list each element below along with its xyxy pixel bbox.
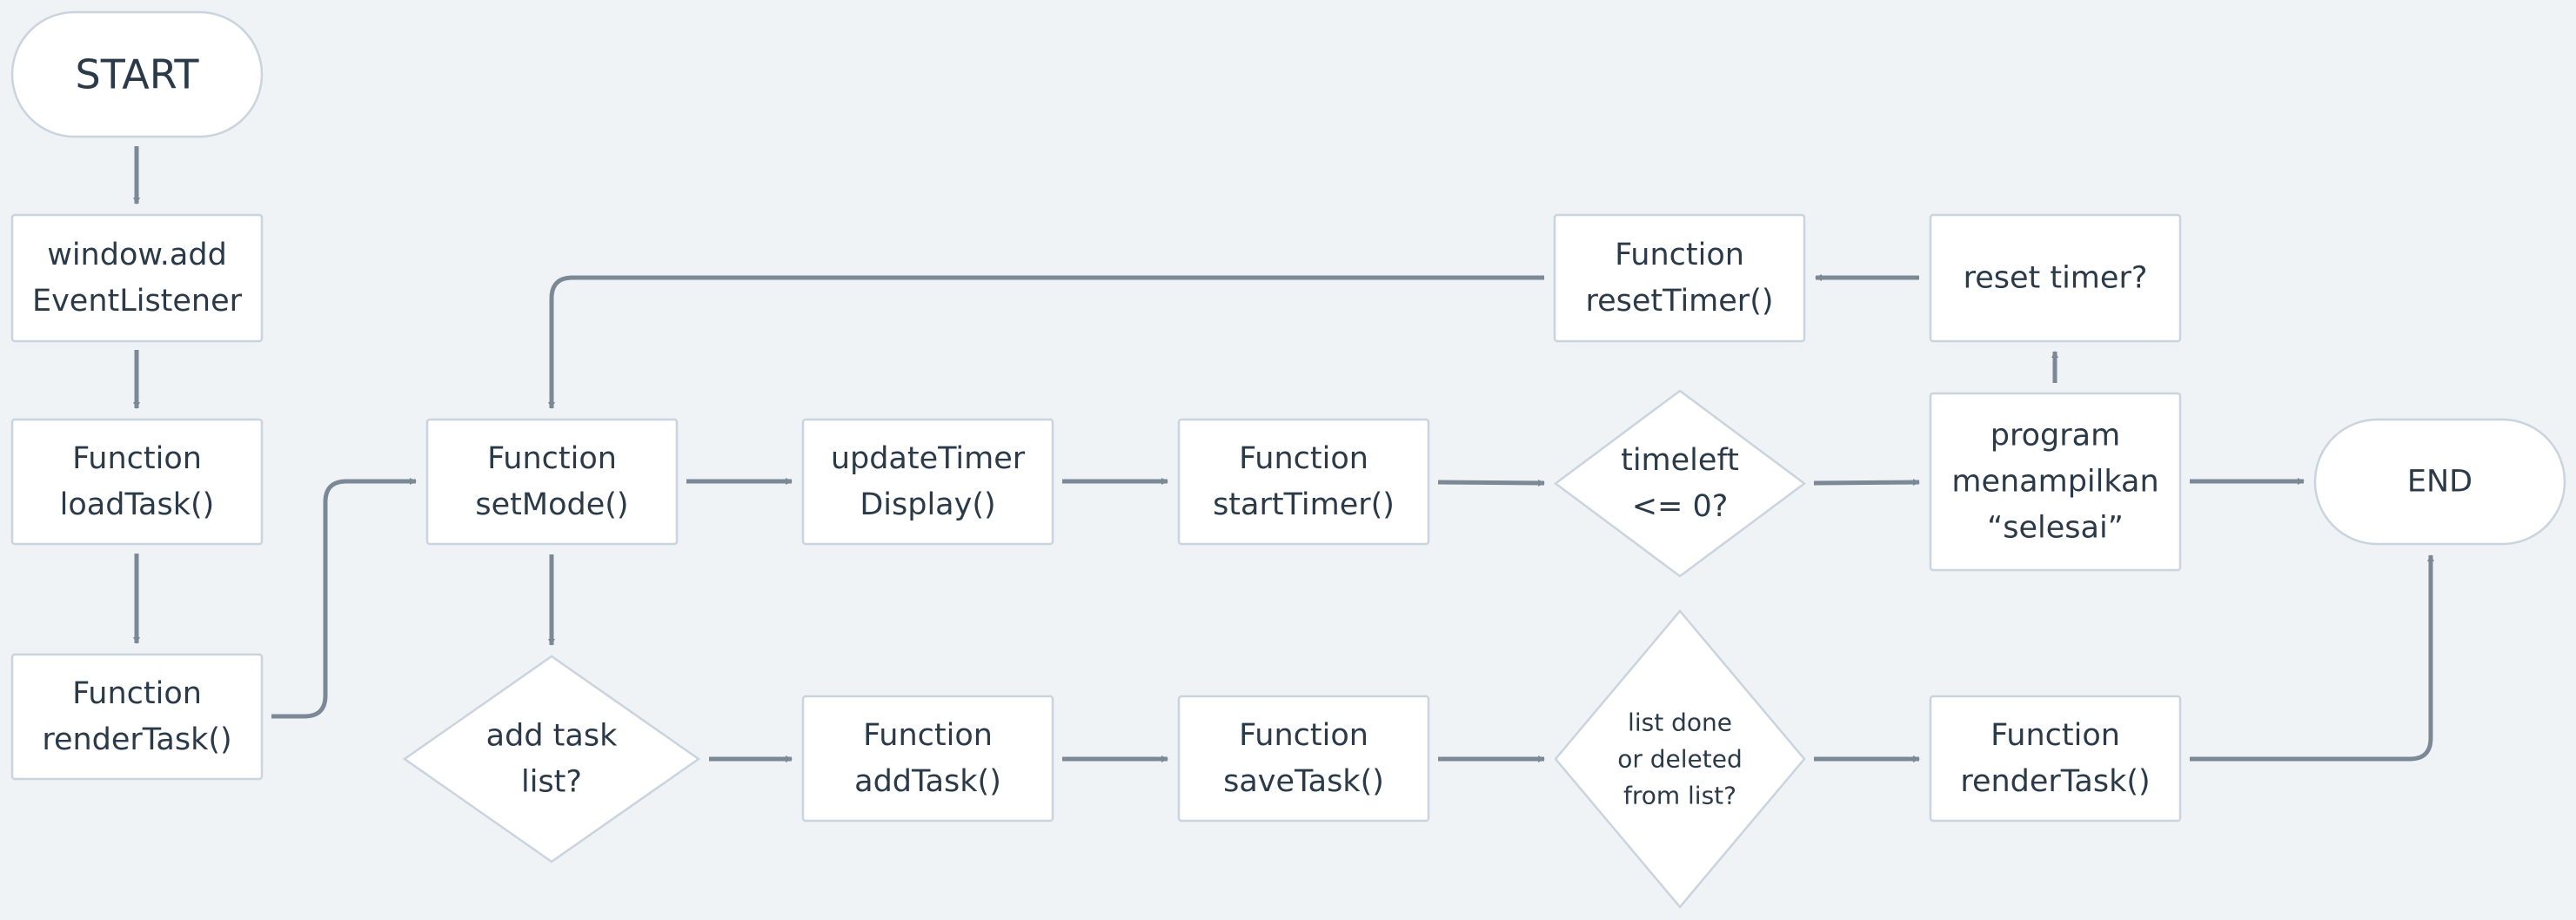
node-timeleft-label-1: timeleft [1621, 443, 1739, 478]
node-renderTask1-label-2: renderTask() [42, 722, 231, 757]
node-program: program menampilkan “selesai” [1929, 392, 2182, 572]
node-resetTimer: Function resetTimer() [1553, 213, 1806, 343]
node-addTaskQ: add task list? [402, 655, 701, 863]
node-startTimer-label-1: Function [1239, 441, 1368, 476]
node-end: END [2313, 418, 2566, 546]
node-window-label-1: window.add [47, 238, 227, 272]
node-listDone-label-1: list done [1628, 708, 1732, 737]
node-addTask-label-1: Function [863, 718, 993, 753]
edge-rendertask-to-end [2190, 554, 2434, 762]
node-renderTask1: Function renderTask() [10, 653, 264, 781]
node-start-label-1: START [76, 51, 200, 98]
node-loadTask-label-1: Function [72, 441, 202, 476]
node-addTaskQ-shape [402, 655, 701, 863]
node-listDone-label-2: or deleted [1617, 745, 1743, 774]
node-setMode: Function setMode() [425, 418, 679, 546]
node-setMode-shape [425, 418, 679, 546]
node-renderTask2-shape [1929, 695, 2182, 823]
node-addTask: Function addTask() [801, 695, 1054, 823]
node-loadTask: Function loadTask() [10, 418, 264, 546]
nodes-layer: STARTwindow.addEventListenerFunctionload… [10, 10, 2566, 909]
node-loadTask-label-2: loadTask() [60, 487, 215, 522]
node-resetQ: reset timer? [1929, 213, 2182, 343]
edge-rendertask-to-setmode [271, 478, 417, 719]
node-program-label-1: program [1991, 419, 2120, 453]
node-loadTask-shape [10, 418, 264, 546]
node-listDone-shape [1554, 609, 1806, 909]
node-resetTimer-label-1: Function [1615, 238, 1744, 272]
node-addTask-label-2: addTask() [854, 764, 1001, 799]
node-saveTask: Function saveTask() [1177, 695, 1430, 823]
node-resetTimer-label-2: resetTimer() [1586, 284, 1774, 319]
edge-timeleft-to-program [1813, 479, 1920, 487]
node-startTimer: Function startTimer() [1177, 418, 1430, 546]
node-end-shape [2313, 418, 2566, 546]
node-updateTimer-label-2: Display() [860, 487, 995, 522]
node-setMode-label-2: setMode() [475, 487, 628, 522]
node-start: START [10, 10, 264, 138]
node-updateTimer-label-1: updateTimer [831, 441, 1026, 476]
node-saveTask-shape [1177, 695, 1430, 823]
node-start-shape [10, 10, 264, 138]
node-end-label-1: END [2407, 465, 2472, 500]
node-timeleft: timeleft <= 0? [1553, 389, 1807, 578]
edge-resettimer-to-setmode [548, 275, 1544, 409]
node-timeleft-shape [1553, 389, 1807, 578]
node-resetQ-label-1: reset timer? [1964, 261, 2148, 296]
edges-layer [133, 146, 2434, 762]
node-renderTask1-shape [10, 653, 264, 781]
node-program-shape [1929, 392, 2182, 572]
node-program-label-3: “selesai” [1987, 511, 2124, 546]
node-renderTask2-label-1: Function [1991, 718, 2120, 753]
node-listDone: list done or deleted from list? [1554, 609, 1806, 909]
node-startTimer-shape [1177, 418, 1430, 546]
node-startTimer-label-2: startTimer() [1213, 487, 1395, 522]
node-resetTimer-shape [1553, 213, 1806, 343]
node-program-label-2: menampilkan [1951, 465, 2158, 500]
node-addTaskQ-label-2: list? [521, 765, 582, 800]
node-window-label-2: EventListener [32, 284, 243, 319]
node-resetQ-shape [1929, 213, 2182, 343]
node-listDone-label-3: from list? [1623, 782, 1736, 810]
node-renderTask2: Function renderTask() [1929, 695, 2182, 823]
node-window-shape [10, 213, 264, 343]
node-saveTask-label-2: saveTask() [1223, 764, 1384, 799]
node-addTask-shape [801, 695, 1054, 823]
node-renderTask2-label-2: renderTask() [1960, 764, 2150, 799]
node-timeleft-label-2: <= 0? [1632, 489, 1729, 524]
node-setMode-label-1: Function [487, 441, 617, 476]
node-addTaskQ-label-1: add task [486, 719, 618, 754]
edge-starttimer-to-timeleft [1437, 479, 1545, 487]
node-saveTask-label-1: Function [1239, 718, 1368, 753]
node-updateTimer-shape [801, 418, 1054, 546]
node-renderTask1-label-1: Function [72, 676, 202, 711]
